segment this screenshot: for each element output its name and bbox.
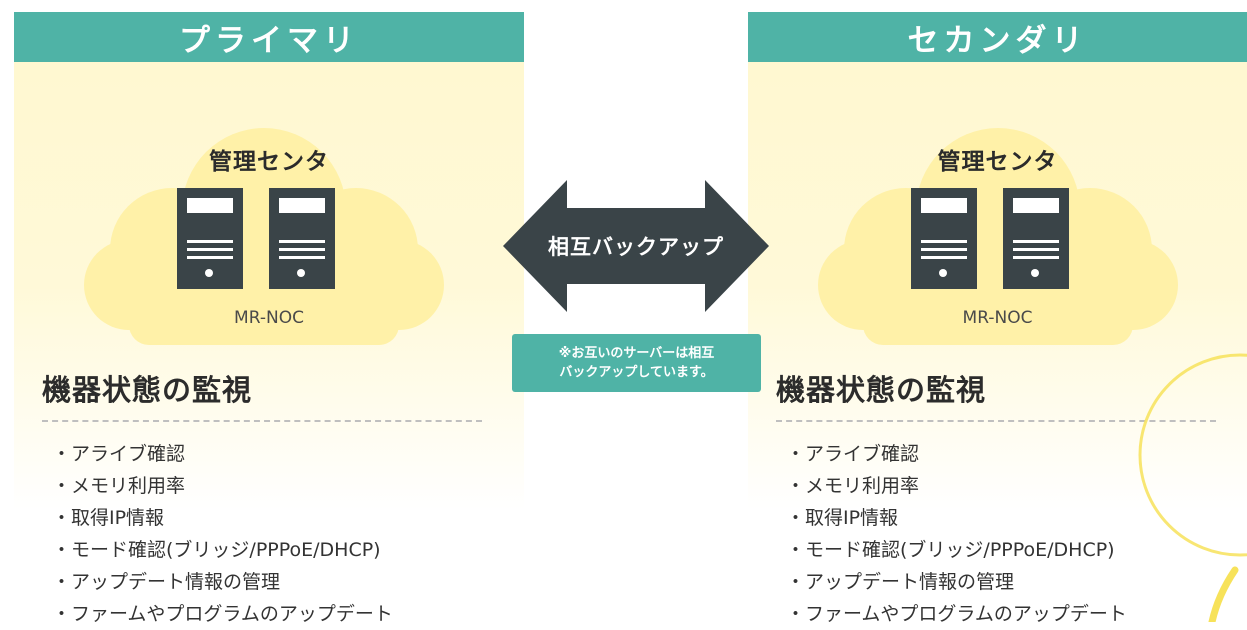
section-title: 機器状態の監視 (776, 373, 987, 407)
server-icon (269, 188, 335, 289)
secondary-header: セカンダリ (748, 12, 1247, 62)
list-item: ・メモリ利用率 (52, 475, 186, 497)
management-center-label: 管理センタ (937, 149, 1058, 175)
decorative-ring (1138, 353, 1247, 622)
noc-label: MR-NOC (234, 308, 304, 328)
list-item: ・アップデート情報の管理 (786, 571, 1015, 593)
dashed-divider (42, 420, 482, 422)
noc-label: MR-NOC (962, 308, 1033, 328)
list-item: ・取得IP情報 (786, 507, 899, 529)
note-line-2: バックアップしています。 (559, 365, 714, 380)
list-item: ・アライブ確認 (786, 443, 920, 465)
backup-note: ※お互いのサーバーは相互 バックアップしています。 (512, 334, 761, 392)
primary-header: プライマリ (14, 12, 524, 62)
list-item: ・ファームやプログラムのアップデート (786, 603, 1127, 625)
secondary-panel: セカンダリ 管理センタ MR-NOC 機器状態の監視 ・アライブ確認 ・メモリ利… (748, 12, 1247, 625)
list-item: ・取得IP情報 (52, 507, 165, 529)
section-title: 機器状態の監視 (42, 373, 253, 407)
mutual-backup-label: 相互バックアップ (548, 235, 724, 259)
list-item: ・アップデート情報の管理 (52, 571, 281, 593)
list-item: ・モード確認(ブリッジ/PPPoE/DHCP) (786, 539, 1115, 561)
list-item: ・メモリ利用率 (786, 475, 920, 497)
list-item: ・モード確認(ブリッジ/PPPoE/DHCP) (52, 539, 381, 561)
server-icon (911, 188, 977, 289)
dashed-divider (776, 420, 1216, 422)
list-item: ・ファームやプログラムのアップデート (52, 603, 393, 625)
feature-list: ・アライブ確認 ・メモリ利用率 ・取得IP情報 ・モード確認(ブリッジ/PPPo… (52, 438, 393, 630)
feature-list: ・アライブ確認 ・メモリ利用率 ・取得IP情報 ・モード確認(ブリッジ/PPPo… (786, 438, 1127, 630)
note-line-1: ※お互いのサーバーは相互 (558, 346, 715, 361)
management-center-label: 管理センタ (209, 149, 329, 175)
list-item: ・アライブ確認 (52, 443, 186, 465)
double-arrow-icon (503, 180, 769, 312)
primary-panel: プライマリ 管理センタ MR-NOC 機器状態の監視 ・アライブ確認 ・メモリ利… (14, 12, 524, 625)
server-icon (1003, 188, 1069, 289)
server-icon (177, 188, 243, 289)
